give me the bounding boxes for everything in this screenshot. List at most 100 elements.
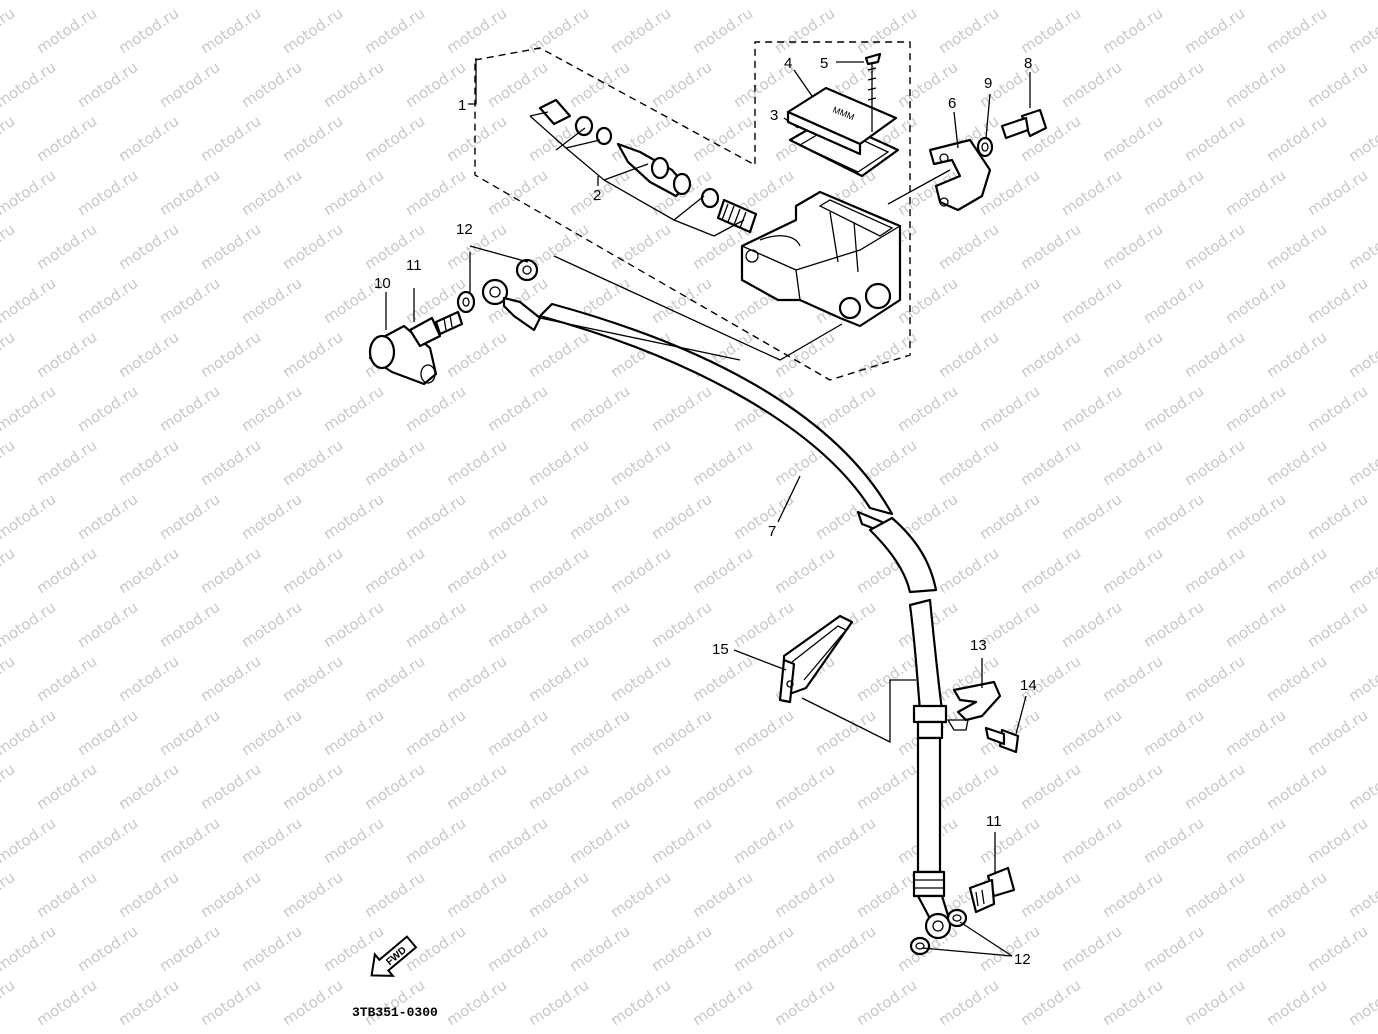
watermark-text: motod.ru (1304, 382, 1371, 435)
watermark-text: motod.ru (0, 922, 59, 975)
watermark-text: motod.ru (33, 760, 100, 813)
watermark-text: motod.ru (1099, 976, 1166, 1029)
watermark-text: motod.ru (33, 220, 100, 273)
watermark-text: motod.ru (197, 436, 264, 489)
watermark-text: motod.ru (1345, 868, 1378, 921)
watermark-text: motod.ru (74, 814, 141, 867)
watermark-text: motod.ru (1099, 220, 1166, 273)
watermark-text: motod.ru (1099, 868, 1166, 921)
watermark-text: motod.ru (197, 760, 264, 813)
watermark-text: motod.ru (1222, 166, 1289, 219)
watermark-text: motod.ru (1058, 598, 1125, 651)
bolt-part-11-lower (968, 866, 1016, 914)
watermark-text: motod.ru (566, 706, 633, 759)
watermark-text: motod.ru (1058, 490, 1125, 543)
watermark-text: motod.ru (1263, 4, 1330, 57)
watermark-text: motod.ru (1140, 166, 1207, 219)
washer-part-12-lower-a (909, 936, 931, 956)
watermark-text: motod.ru (279, 220, 346, 273)
watermark-text: motod.ru (812, 814, 879, 867)
watermark-text: motod.ru (115, 328, 182, 381)
watermark-text: motod.ru (402, 490, 469, 543)
watermark-text: motod.ru (689, 112, 756, 165)
watermark-text: motod.ru (771, 328, 838, 381)
watermark-text: motod.ru (1222, 814, 1289, 867)
watermark-text: motod.ru (525, 976, 592, 1029)
watermark-text: motod.ru (279, 652, 346, 705)
watermark-text: motod.ru (1304, 274, 1371, 327)
watermark-text: motod.ru (402, 814, 469, 867)
watermark-text: motod.ru (74, 382, 141, 435)
watermark-text: motod.ru (197, 220, 264, 273)
watermark-text: motod.ru (115, 976, 182, 1029)
watermark-text: motod.ru (484, 814, 551, 867)
watermark-text: motod.ru (33, 976, 100, 1029)
watermark-text: motod.ru (238, 598, 305, 651)
watermark-text: motod.ru (484, 598, 551, 651)
watermark-text: motod.ru (976, 382, 1043, 435)
watermark-text: motod.ru (976, 0, 1043, 3)
watermark-text: motod.ru (648, 598, 715, 651)
watermark-text: motod.ru (33, 436, 100, 489)
watermark-text: motod.ru (1058, 706, 1125, 759)
watermark-text: motod.ru (1263, 328, 1330, 381)
label-part-4: 4 (784, 55, 792, 72)
watermark-text: motod.ru (0, 760, 18, 813)
watermark-text: motod.ru (1140, 814, 1207, 867)
watermark-text: motod.ru (525, 544, 592, 597)
watermark-text: motod.ru (238, 166, 305, 219)
watermark-text: motod.ru (0, 436, 18, 489)
watermark-text: motod.ru (156, 922, 223, 975)
watermark-text: motod.ru (1304, 922, 1371, 975)
watermark-text: motod.ru (1345, 544, 1378, 597)
watermark-text: motod.ru (1304, 0, 1371, 3)
watermark-text: motod.ru (1017, 436, 1084, 489)
watermark-text: motod.ru (0, 544, 18, 597)
watermark-text: motod.ru (0, 274, 59, 327)
watermark-text: motod.ru (730, 706, 797, 759)
hose-clamp-part-13 (946, 680, 1002, 731)
watermark-text: motod.ru (525, 436, 592, 489)
watermark-text: motod.ru (0, 112, 18, 165)
watermark-text: motod.ru (0, 382, 59, 435)
watermark-text: motod.ru (279, 436, 346, 489)
label-part-6: 6 (948, 95, 956, 112)
label-part-11-lower: 11 (986, 813, 1002, 830)
watermark-text: motod.ru (33, 868, 100, 921)
watermark-text: motod.ru (1140, 382, 1207, 435)
watermark-text: motod.ru (648, 814, 715, 867)
watermark-text: motod.ru (689, 760, 756, 813)
watermark-text: motod.ru (935, 976, 1002, 1029)
watermark-text: motod.ru (1222, 274, 1289, 327)
watermark-text: motod.ru (279, 112, 346, 165)
watermark-text: motod.ru (812, 706, 879, 759)
watermark-text: motod.ru (320, 0, 387, 3)
watermark-text: motod.ru (320, 58, 387, 111)
watermark-text: motod.ru (361, 652, 428, 705)
watermark-text: motod.ru (33, 544, 100, 597)
watermark-text: motod.ru (443, 760, 510, 813)
watermark-text: motod.ru (566, 0, 633, 3)
watermark-text: motod.ru (361, 436, 428, 489)
watermark-text: motod.ru (730, 490, 797, 543)
watermark-text: motod.ru (1099, 652, 1166, 705)
watermark-text: motod.ru (812, 0, 879, 3)
watermark-text: motod.ru (74, 490, 141, 543)
washer-part-12-upper-b (456, 290, 476, 314)
watermark-text: motod.ru (894, 274, 961, 327)
watermark-text: motod.ru (648, 58, 715, 111)
watermark-text: motod.ru (115, 112, 182, 165)
watermark-text: motod.ru (935, 760, 1002, 813)
watermark-text: motod.ru (1017, 868, 1084, 921)
watermark-text: motod.ru (566, 490, 633, 543)
watermark-text: motod.ru (1263, 976, 1330, 1029)
label-part-11-upper: 11 (406, 257, 422, 274)
watermark-text: motod.ru (320, 382, 387, 435)
watermark-text: motod.ru (648, 0, 715, 3)
watermark-text: motod.ru (0, 328, 18, 381)
watermark-text: motod.ru (238, 490, 305, 543)
watermark-text: motod.ru (320, 598, 387, 651)
watermark-text: motod.ru (1099, 544, 1166, 597)
